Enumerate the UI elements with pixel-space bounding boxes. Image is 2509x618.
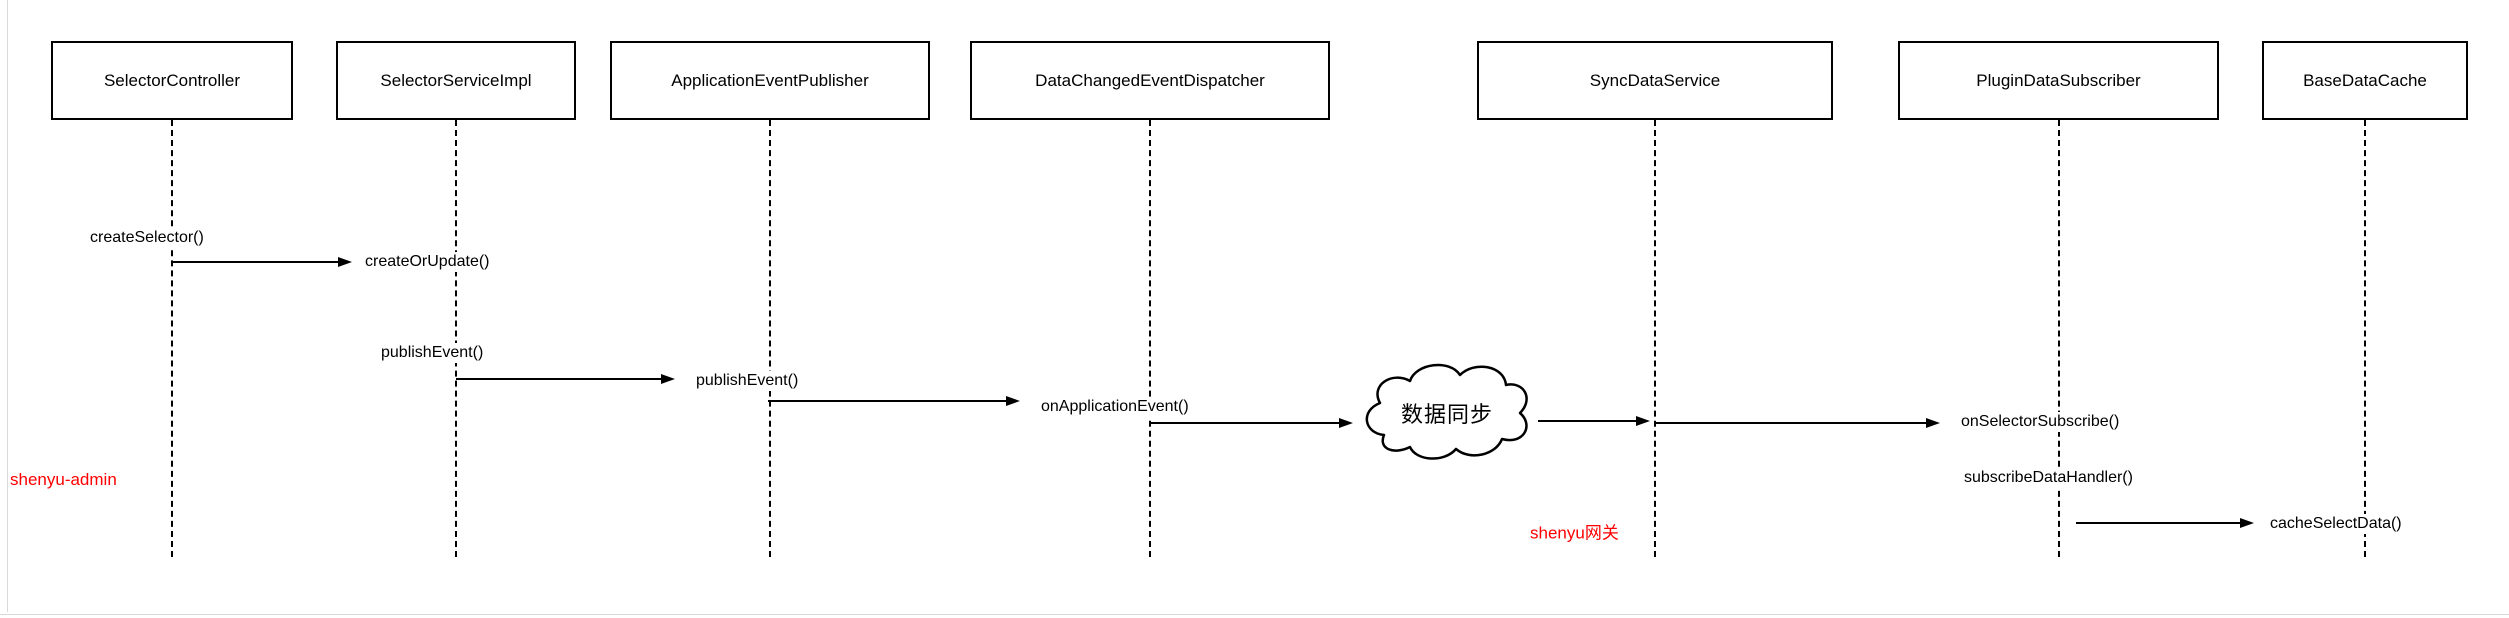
lifeline-application-event-publisher — [769, 120, 771, 557]
participant-label: DataChangedEventDispatcher — [1035, 70, 1265, 90]
data-sync-cloud: 数据同步 — [1356, 357, 1538, 468]
arrow-cache-select-data-line — [2076, 522, 2241, 524]
arrow-cloud-to-gateway-head — [1636, 416, 1650, 426]
participant-label: BaseDataCache — [2303, 70, 2427, 90]
arrow-publish-event-1-line — [456, 378, 662, 380]
arrow-create-selector-head — [338, 257, 352, 267]
participant-base-data-cache: BaseDataCache — [2262, 41, 2468, 120]
participant-data-changed-event-dispatcher: DataChangedEventDispatcher — [970, 41, 1330, 120]
participant-label: SelectorController — [103, 70, 241, 90]
annotation-shenyu-admin: shenyu-admin — [10, 470, 117, 489]
arrow-cache-select-data-head — [2240, 518, 2254, 528]
arrow-publish-event-2-line — [768, 400, 1007, 402]
label-create-or-update: createOrUpdate() — [362, 252, 493, 272]
participant-label: ApplicationEventPublisher — [671, 70, 869, 90]
label-on-application-event: onApplicationEvent() — [1038, 397, 1192, 417]
arrow-cloud-to-gateway-line — [1538, 420, 1637, 422]
participant-selector-controller: SelectorController — [51, 41, 293, 120]
lifeline-data-changed-event-dispatcher — [1149, 120, 1151, 557]
participant-plugin-data-subscriber: PluginDataSubscriber — [1898, 41, 2219, 120]
lifeline-selector-controller — [171, 120, 173, 557]
page-bottom-border — [0, 614, 2509, 615]
arrow-publish-event-1-head — [661, 374, 675, 384]
label-create-selector: createSelector() — [87, 228, 207, 248]
arrow-create-selector-line — [173, 261, 339, 263]
lifeline-plugin-data-subscriber — [2057, 120, 2060, 557]
cloud-label: 数据同步 — [1400, 401, 1493, 427]
label-on-selector-subscribe: onSelectorSubscribe() — [1958, 412, 2123, 432]
arrow-to-sync-cloud-line — [1150, 422, 1340, 424]
lifeline-selector-service-impl — [455, 120, 457, 557]
lifeline-sync-data-service — [1654, 120, 1656, 557]
arrow-on-selector-subscribe-line — [1655, 422, 1927, 424]
annotation-shenyu-gateway: shenyu网关 — [1530, 523, 1619, 543]
participant-label: SelectorServiceImpl — [380, 70, 532, 90]
label-subscribe-data-handler: subscribeDataHandler() — [1961, 468, 2136, 488]
label-cache-select-data: cacheSelectData() — [2267, 514, 2405, 534]
participant-sync-data-service: SyncDataService — [1477, 41, 1833, 120]
arrow-on-selector-subscribe-head — [1926, 418, 1940, 428]
page-left-border — [7, 0, 8, 612]
participant-label: SyncDataService — [1589, 70, 1721, 90]
participant-selector-service-impl: SelectorServiceImpl — [336, 41, 576, 120]
cloud-shape-icon — [1365, 363, 1528, 460]
arrow-to-sync-cloud-head — [1339, 418, 1353, 428]
arrow-publish-event-2-head — [1006, 396, 1020, 406]
participant-application-event-publisher: ApplicationEventPublisher — [610, 41, 930, 120]
lifeline-base-data-cache — [2364, 120, 2366, 557]
label-publish-event-2: publishEvent() — [693, 371, 802, 391]
participant-label: PluginDataSubscriber — [1976, 70, 2141, 90]
label-publish-event-1: publishEvent() — [378, 343, 487, 363]
